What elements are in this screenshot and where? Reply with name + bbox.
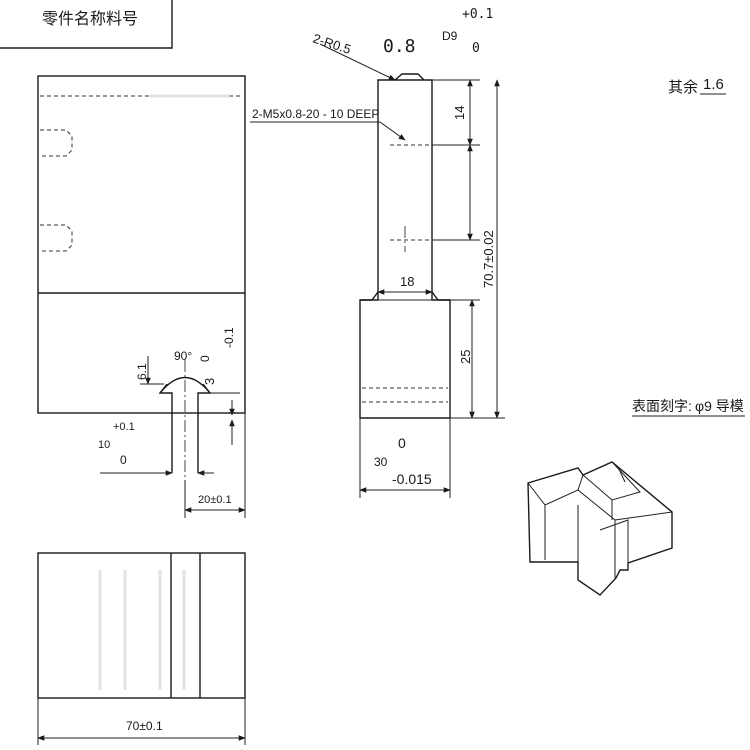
dim-angle-label: 90° — [174, 349, 192, 363]
dim-25-label: 25 — [458, 350, 473, 364]
roughness-value: 1.6 — [703, 76, 724, 93]
fit-upper: +0.1 — [462, 7, 493, 22]
isometric-view — [527, 461, 673, 596]
dim-14-label: 14 — [452, 106, 467, 120]
threaded-hole-upper — [40, 129, 73, 157]
engraving-label: 表面刻字: — [632, 398, 692, 414]
title-block: 零件名称料号 — [0, 0, 173, 49]
title-block-text: 零件名称料号 — [42, 10, 138, 28]
dim-18-label: 18 — [400, 274, 414, 289]
dim-10-upper: +0.1 — [113, 421, 135, 433]
dim-20-label: 20±0.1 — [198, 494, 232, 506]
roughness-label: 其余 — [668, 78, 698, 96]
dim-70-7-label: 70.7±0.02 — [481, 230, 496, 288]
top-dim-label: 0.8 — [383, 36, 416, 57]
dim-30-lower: -0.015 — [392, 471, 432, 487]
dim-3-lower: -0.1 — [222, 327, 236, 348]
dim-30-label: 30 — [374, 455, 388, 469]
iso-outline — [527, 461, 673, 596]
dim-70-label: 70±0.1 — [126, 719, 163, 733]
fit-note: D9 — [442, 29, 458, 43]
side-view: 14 70.7±0.02 18 25 30 0 -0.015 2-R0.5 0.… — [250, 7, 505, 498]
dim-3-label: 3 — [202, 378, 217, 385]
top-view: 70±0.1 — [37, 552, 246, 745]
side-view-outline — [359, 79, 451, 419]
engraving-value: φ9 导模 — [695, 398, 744, 414]
dim-6-1-label: 6.1 — [135, 363, 149, 380]
engraving-note: 表面刻字: φ9 导模 — [632, 398, 745, 417]
dim-10-lower: 0 — [120, 453, 127, 467]
countersink-cone — [159, 376, 211, 394]
dim-3-upper: 0 — [198, 355, 212, 362]
front-view-outline — [37, 75, 246, 414]
roughness-note: 其余 1.6 — [668, 76, 726, 96]
fillet-note: 2-R0.5 — [311, 31, 353, 57]
fit-lower: 0 — [472, 41, 480, 56]
threaded-hole-lower — [40, 224, 73, 252]
front-view: 6.1 90° 3 0 -0.1 10 +0.1 0 20±0.1 — [37, 75, 246, 518]
thread-note: 2-M5x0.8-20 - 10 DEEP — [252, 107, 379, 121]
dim-10-label: 10 — [98, 439, 110, 451]
top-chamfer — [394, 73, 425, 81]
top-view-outline — [37, 552, 246, 699]
dim-30-upper: 0 — [398, 435, 406, 451]
